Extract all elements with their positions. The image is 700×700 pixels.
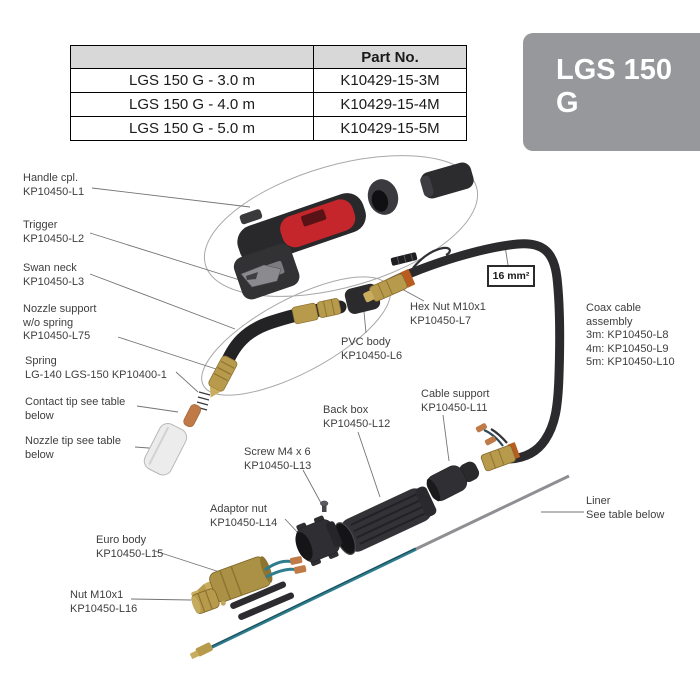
nozzle-support-part [208,355,238,398]
label-line: KP10450-L6 [341,349,403,362]
table-cell-partno: K10429-15-3M [313,68,466,92]
cable-spec-badge: 16 mm² [487,265,535,287]
label-line: KP10450-L1 [23,185,85,198]
label-line: Swan neck [23,262,77,274]
table-cell-model: LGS 150 G - 4.0 m [71,92,313,116]
label-line: Hex Nut M10x1 [410,301,486,313]
contact-tip-part [183,404,202,428]
product-title: LGS 150 G [556,54,673,119]
table-cell-partno: K10429-15-4M [313,92,466,116]
trigger-part [240,264,282,288]
label-line: Liner [586,495,611,507]
euro-body-part [191,556,307,606]
table-cell-model: LGS 150 G - 5.0 m [71,116,313,140]
adaptor-nut-part [295,515,343,567]
label-line: Back box [323,404,369,416]
label-line: LG-140 LGS-150 KP10400-1 [25,368,167,381]
handle-part [233,193,366,300]
label-line: KP10450-L12 [323,417,391,430]
part-label-screw: Screw M4 x 6 KP10450-L13 [244,446,311,473]
part-label-hex-nut: Hex Nut M10x1 KP10450-L7 [410,301,486,328]
trigger-wire-connector [390,252,418,266]
nut-part [191,588,220,614]
swan-neck-brass-collar [291,302,319,325]
label-line: KP10450-L75 [23,330,91,342]
hex-nut-part [316,298,342,318]
part-label-cable-support: Cable support KP10450-L11 [421,388,490,415]
nozzle-tip-part [143,422,188,476]
table-row: LGS 150 G - 3.0 m K10429-15-3M [71,68,466,92]
part-label-spring: Spring LG-140 LGS-150 KP10400-1 [25,355,167,382]
label-line: Contact tip see table [25,396,126,408]
label-line: KP10450-L7 [410,314,472,327]
table-cell-partno: K10429-15-5M [313,116,466,140]
part-label-nozzle-tip: Nozzle tip see table below [25,435,121,462]
part-label-coax-cable: Coax cable assembly 3m: KP10450-L8 4m: K… [586,302,675,370]
part-label-back-box: Back box KP10450-L12 [323,404,390,431]
parts-table: Part No. LGS 150 G - 3.0 m K10429-15-3M … [70,45,467,141]
label-line: Nozzle support [23,303,97,315]
part-label-nut: Nut M10x1 KP10450-L16 [70,589,137,616]
part-label-handle: Handle cpl. KP10450-L1 [23,172,84,199]
table-header-row: Part No. [71,46,466,68]
label-line: KP10450-L13 [244,459,312,472]
label-line: 5m: KP10450-L10 [586,356,675,368]
part-label-contact-tip: Contact tip see table below [25,396,125,423]
part-label-pvc-body: PVC body KP10450-L6 [341,336,402,363]
label-line: Coax cable [586,302,642,314]
table-row: LGS 150 G - 4.0 m K10429-15-4M [71,92,466,116]
label-line: Nozzle tip see table [25,435,121,447]
product-title-box: LGS 150 G [523,33,700,151]
label-line: assembly [586,315,633,328]
cable-front-fitting [363,269,416,303]
liner-part [189,474,570,659]
cable-rear-fitting [480,442,520,472]
label-line: Adaptor nut [210,503,267,515]
spring-part [195,391,211,411]
part-label-adaptor-nut: Adaptor nut KP10450-L14 [210,503,277,530]
coax-cable-part [363,239,565,472]
handle-ring-part [367,179,399,215]
part-label-euro-body: Euro body KP10450-L15 [96,534,163,561]
back-box-part [334,486,437,555]
label-line: below [25,448,54,461]
leader-lines [89,187,584,601]
label-line: KP10450-L2 [23,232,85,245]
part-label-trigger: Trigger KP10450-L2 [23,219,84,246]
part-label-liner: Liner See table below [586,495,664,522]
label-line: See table below [586,508,665,521]
table-cell-model: LGS 150 G - 3.0 m [71,68,313,92]
cable-support-part [426,461,480,502]
label-line: KP10450-L16 [70,602,138,615]
label-line: Spring [25,355,57,367]
label-line: Screw M4 x 6 [244,446,311,458]
label-line: KP10450-L14 [210,516,278,529]
label-line: 4m: KP10450-L9 [586,342,669,355]
label-line: Cable support [421,388,490,400]
label-line: 3m: KP10450-L8 [586,329,669,341]
label-line: PVC body [341,336,391,348]
handle-end-cap-part [420,162,474,199]
label-line: Euro body [96,534,147,546]
label-line: w/o spring [23,316,74,329]
label-line: Trigger [23,219,58,231]
label-line: Handle cpl. [23,172,79,184]
table-header-cell-partno: Part No. [313,46,466,68]
table-row: LGS 150 G - 5.0 m K10429-15-5M [71,116,466,140]
label-line: Nut M10x1 [70,589,124,601]
part-label-nozzle-support: Nozzle support w/o spring KP10450-L75 [23,303,96,344]
screw-part [320,500,329,512]
rod-parts [230,581,295,621]
part-label-swan-neck: Swan neck KP10450-L3 [23,262,84,289]
label-line: below [25,409,54,422]
label-line: KP10450-L11 [421,401,488,414]
label-line: KP10450-L3 [23,275,85,288]
handle-balloon-outline [203,155,479,297]
label-line: KP10450-L15 [96,547,164,560]
table-header-cell-model [71,46,313,68]
